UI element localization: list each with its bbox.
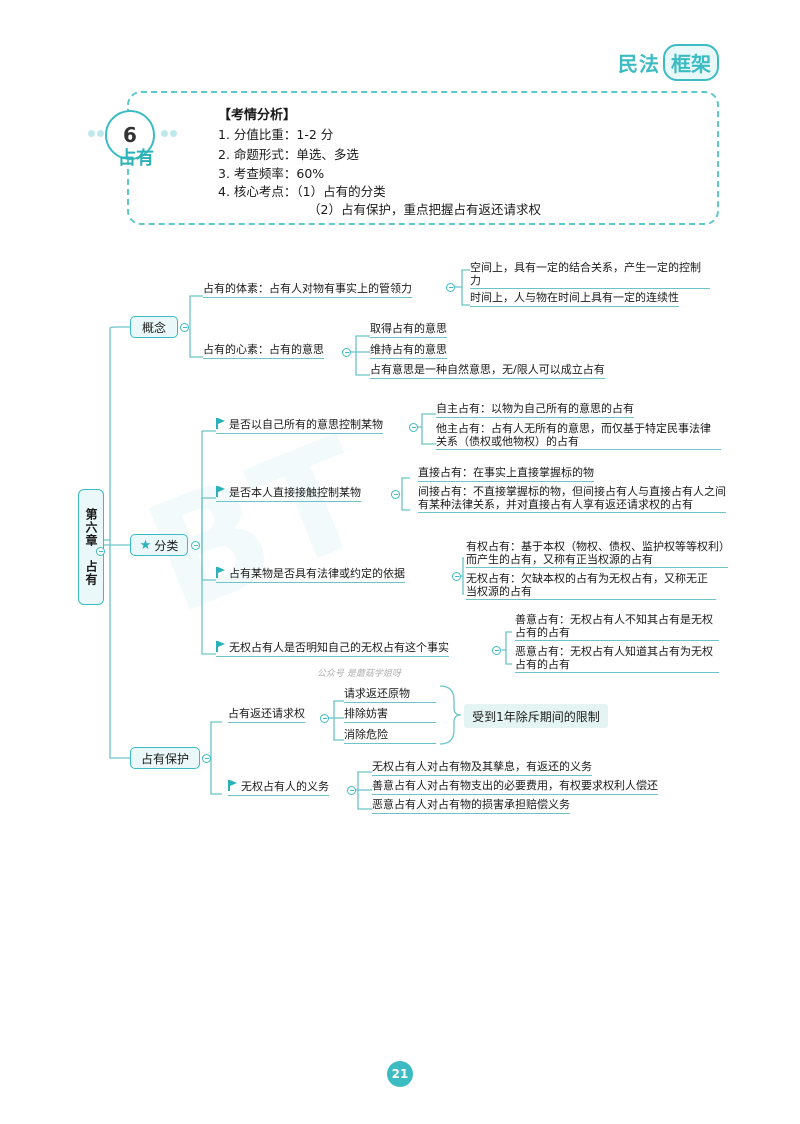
- collapse-toggle[interactable]: [446, 283, 455, 292]
- flag-icon: [228, 780, 237, 791]
- analysis-line: 1. 分值比重：1-2 分: [218, 127, 334, 142]
- flag-icon: [216, 486, 225, 497]
- collapse-toggle[interactable]: [180, 323, 189, 332]
- classification-group-label: 是否以自己所有的意思控制某物: [229, 418, 383, 431]
- classification-item: 善意占有：无权占有人不知其占有是无权占有的占有: [515, 613, 719, 641]
- collapse-toggle[interactable]: [492, 646, 501, 655]
- concept-corpus-item: 空间上，具有一定的结合关系，产生一定的控制力: [470, 261, 710, 289]
- flag-icon: [216, 418, 225, 429]
- collapse-toggle[interactable]: [391, 490, 400, 499]
- collapse-toggle[interactable]: [342, 348, 351, 357]
- analysis-heading: 【考情分析】: [218, 108, 297, 123]
- limitation-note: 受到1年除斥期间的限制: [464, 704, 608, 728]
- classification-group: 无权占有人是否明知自己的无权占有这个事实: [216, 641, 449, 657]
- chapter-title: 占有: [118, 148, 154, 169]
- node-protection-label: 占有保护: [140, 751, 189, 766]
- classification-item: 他主占有：占有人无所有的意思，而仅基于特定民事法律关系（债权或他物权）的占有: [436, 422, 721, 450]
- classification-item: 间接占有：不直接掌握标的物，但间接占有人与直接占有人之间有某种法律关系，并对直接…: [418, 485, 726, 513]
- concept-animus-item: 维持占有的意思: [370, 343, 447, 359]
- analysis-line: 4. 核心考点：（1）占有的分类: [218, 184, 386, 199]
- classification-item: 无权占有：欠缺本权的占有为无权占有，又称无正当权源的占有: [466, 572, 716, 600]
- collapse-toggle[interactable]: [191, 541, 200, 550]
- classification-item: 直接占有：在事实上直接掌握标的物: [418, 466, 594, 482]
- collapse-toggle[interactable]: [202, 754, 211, 763]
- protection-claim-item: 排除妨害: [344, 707, 436, 723]
- analysis-line: （2）占有保护，重点把握占有返还请求权: [308, 202, 541, 217]
- decor-dot: [88, 130, 95, 137]
- classification-item: 有权占有：基于本权（物权、债权、监护权等等权利）而产生的占有，又称有正当权源的占…: [466, 540, 728, 568]
- protection-duty-label: 无权占有人的义务: [241, 780, 329, 793]
- concept-corpus-item: 时间上，人与物在时间上具有一定的连续性: [470, 291, 679, 307]
- decor-dot: [170, 130, 177, 137]
- classification-group-label: 是否本人直接接触控制某物: [229, 486, 361, 499]
- collapse-toggle[interactable]: [452, 572, 461, 581]
- protection-duty-item: 善意占有人对占有物支出的必要费用，有权要求权利人偿还: [372, 779, 658, 795]
- protection-claim: 占有返还请求权: [228, 707, 305, 723]
- node-concept-label: 概念: [141, 320, 166, 335]
- protection-duty-item: 无权占有人对占有物及其孳息，有返还的义务: [372, 760, 592, 776]
- collapse-toggle[interactable]: [409, 423, 418, 432]
- logo-text-badge: 框架: [663, 43, 719, 81]
- page-number: 21: [387, 1061, 413, 1087]
- decor-dot: [97, 130, 104, 137]
- protection-claim-item: 消除危险: [344, 728, 436, 744]
- node-classification-label: 分类: [154, 538, 179, 553]
- flag-icon: [216, 567, 225, 578]
- chapter-number-badge: 6: [105, 110, 155, 160]
- collapse-toggle[interactable]: [96, 547, 105, 556]
- collapse-toggle[interactable]: [320, 714, 329, 723]
- flag-icon: [216, 641, 225, 652]
- classification-item: 恶意占有：无权占有人知道其占有为无权占有的占有: [515, 645, 719, 673]
- protection-duty-item: 恶意占有人对占有物的损害承担赔偿义务: [372, 798, 570, 814]
- source-watermark: 公众号 是蘑菇学姐呀: [317, 669, 401, 679]
- classification-group-label: 占有某物是否具有法律或约定的依据: [229, 567, 405, 580]
- concept-animus-item: 取得占有的意思: [370, 322, 447, 338]
- logo-text-main: 民法: [618, 51, 660, 76]
- brand-logo: 民法 框架: [618, 43, 719, 81]
- classification-item: 自主占有：以物为自己所有的意思的占有: [436, 402, 634, 418]
- concept-animus-item: 占有意思是一种自然意思，无/限人可以成立占有: [370, 363, 605, 379]
- classification-group-label: 无权占有人是否明知自己的无权占有这个事实: [229, 641, 449, 654]
- node-protection[interactable]: 占有保护: [130, 747, 200, 769]
- node-classification[interactable]: ★ 分类: [130, 534, 188, 556]
- analysis-line: 2. 命题形式：单选、多选: [218, 147, 359, 162]
- collapse-toggle[interactable]: [347, 786, 356, 795]
- root-label: 第六章 占有: [84, 508, 98, 586]
- decor-dot: [161, 130, 168, 137]
- classification-group: 是否本人直接接触控制某物: [216, 486, 361, 502]
- concept-corpus: 占有的体素：占有人对物有事实上的管领力: [203, 282, 412, 298]
- analysis-line: 3. 考查频率：60%: [218, 166, 325, 181]
- protection-duty: 无权占有人的义务: [228, 780, 329, 796]
- protection-claim-item: 请求返还原物: [344, 687, 436, 703]
- classification-group: 是否以自己所有的意思控制某物: [216, 418, 383, 434]
- star-icon: ★: [139, 537, 152, 553]
- classification-group: 占有某物是否具有法律或约定的依据: [216, 567, 405, 583]
- node-concept[interactable]: 概念: [130, 316, 178, 338]
- concept-animus: 占有的心素：占有的意思: [203, 343, 324, 359]
